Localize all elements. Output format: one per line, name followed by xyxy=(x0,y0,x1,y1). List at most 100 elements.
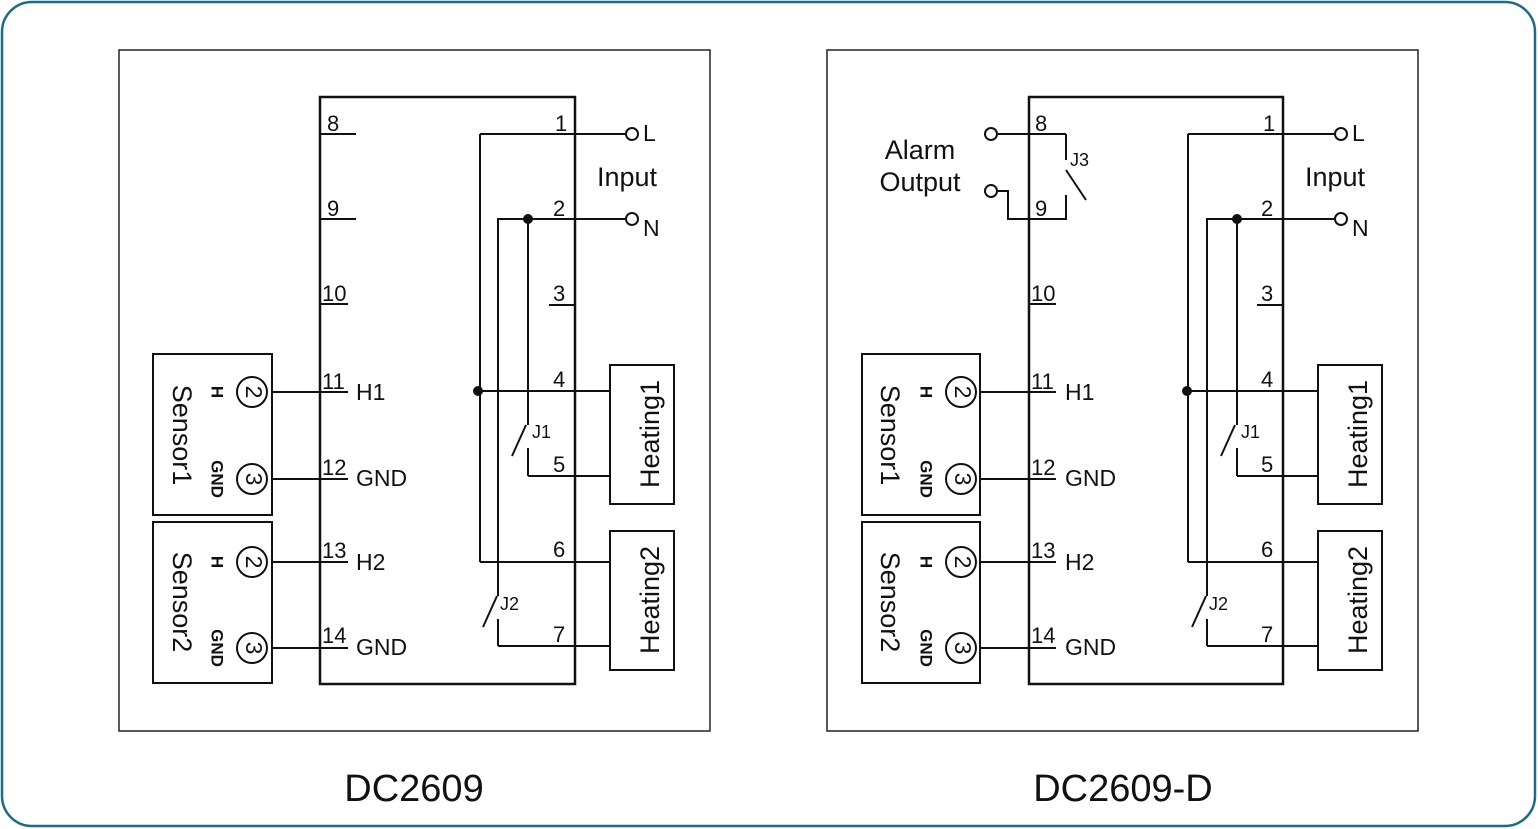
diagram-title: DC2609 xyxy=(344,768,483,810)
pin-3: 3 xyxy=(1261,281,1273,306)
diagram-dc2609-d: J3 Alarm Output 8 9 10 11 12 13 14 H1 GN… xyxy=(826,49,1419,810)
sensor-2-terminal-2 xyxy=(945,546,977,578)
terminal-n xyxy=(1334,212,1348,226)
left-pin-stubs xyxy=(273,133,356,649)
heater-box-2 xyxy=(1317,530,1383,671)
junction-dot xyxy=(1232,214,1242,224)
input-label: Input xyxy=(597,162,658,192)
heater-1-label: Heating1 xyxy=(1343,380,1373,488)
sensor-2-label: Sensor2 xyxy=(167,552,197,653)
relay-j1-label: J1 xyxy=(1241,422,1260,442)
sensor-2-gnd-label: GND xyxy=(208,629,227,667)
sensor-1-num-2: 2 xyxy=(241,386,267,399)
terminal-l xyxy=(625,127,639,141)
alarm-label-line1: Alarm xyxy=(885,135,956,165)
relay-j1-label: J1 xyxy=(532,422,551,442)
pin-7: 7 xyxy=(553,622,565,647)
alarm-label-line2: Output xyxy=(879,167,961,197)
alarm-terminal-1 xyxy=(984,127,998,141)
signal-gnd1: GND xyxy=(356,465,407,491)
sensor-2-terminal-2 xyxy=(236,546,268,578)
pin-10: 10 xyxy=(1031,281,1055,306)
relay-j2-label: J2 xyxy=(1209,594,1228,614)
pin-9: 9 xyxy=(327,196,339,221)
diagram-frame xyxy=(118,49,711,732)
right-pin-stubs xyxy=(478,133,625,647)
input-label: Input xyxy=(1305,162,1366,192)
sensor-1-terminal-2 xyxy=(945,376,977,408)
input-n-label: N xyxy=(1352,215,1369,241)
pin-14: 14 xyxy=(322,623,346,648)
sensor-2-num-3: 3 xyxy=(950,642,976,655)
pin-2: 2 xyxy=(553,196,565,221)
signal-h1: H1 xyxy=(356,379,385,405)
pin-11: 11 xyxy=(322,369,345,394)
heater-2-label: Heating2 xyxy=(1343,546,1373,654)
alarm-terminal-2 xyxy=(984,184,998,198)
right-pin-stubs xyxy=(1187,133,1334,647)
input-l-label: L xyxy=(643,120,656,146)
pin-11: 11 xyxy=(1031,369,1054,394)
diagram-dc2609: 8 9 10 11 12 13 14 H1 GND H2 GND 1 2 3 4… xyxy=(118,49,711,810)
input-l-label: L xyxy=(1352,120,1365,146)
left-pin-stubs xyxy=(981,303,1056,649)
junction-dot xyxy=(473,386,483,396)
junction-dot xyxy=(523,214,533,224)
sensor-2-terminal-3 xyxy=(945,632,977,664)
sensor-1-label: Sensor1 xyxy=(167,385,197,486)
pin-8: 8 xyxy=(327,111,339,136)
terminal-l xyxy=(1334,127,1348,141)
pin-3: 3 xyxy=(553,281,565,306)
sensor-1-gnd-label: GND xyxy=(917,460,936,498)
input-n-label: N xyxy=(643,215,660,241)
heater-1-label: Heating1 xyxy=(635,380,665,488)
pin-8: 8 xyxy=(1035,111,1047,136)
sensor-1-h-label: H xyxy=(917,386,936,398)
junction-dot xyxy=(1182,386,1192,396)
signal-h2: H2 xyxy=(356,549,385,575)
terminal-n xyxy=(625,212,639,226)
pin-7: 7 xyxy=(1261,622,1273,647)
sensor-1-gnd-label: GND xyxy=(208,460,227,498)
pin-2: 2 xyxy=(1261,196,1273,221)
pin-12: 12 xyxy=(1031,455,1055,480)
sensor-2-terminal-3 xyxy=(236,632,268,664)
pin-14: 14 xyxy=(1031,623,1055,648)
sensor-1-num-3: 3 xyxy=(241,473,267,486)
signal-gnd2: GND xyxy=(1065,634,1116,660)
pin-5: 5 xyxy=(553,452,565,477)
sensor-1-terminal-3 xyxy=(945,463,977,495)
pin-6: 6 xyxy=(553,537,565,562)
sensor-1-num-3: 3 xyxy=(950,473,976,486)
pin-10: 10 xyxy=(322,281,346,306)
pin-4: 4 xyxy=(1261,367,1273,392)
heater-box-2 xyxy=(609,530,675,671)
heater-2-label: Heating2 xyxy=(635,546,665,654)
relay-j2-label: J2 xyxy=(500,594,519,614)
internal-wiring xyxy=(1182,134,1242,646)
pin-13: 13 xyxy=(1031,538,1055,563)
signal-gnd1: GND xyxy=(1065,465,1116,491)
pin-12: 12 xyxy=(322,455,346,480)
sensor-1-num-2: 2 xyxy=(950,386,976,399)
alarm-wiring xyxy=(984,127,1087,220)
sensor-2-label: Sensor2 xyxy=(875,552,905,653)
sensor-2-h-label: H xyxy=(208,556,227,568)
sensor-1-h-label: H xyxy=(208,386,227,398)
pin-4: 4 xyxy=(553,367,565,392)
pin-1: 1 xyxy=(1263,111,1275,136)
sensor-2-num-3: 3 xyxy=(241,642,267,655)
sensor-2-h-label: H xyxy=(917,556,936,568)
sensor-2-num-2: 2 xyxy=(241,556,267,569)
sensor-2-gnd-label: GND xyxy=(917,629,936,667)
pin-1: 1 xyxy=(555,111,567,136)
pin-5: 5 xyxy=(1261,452,1273,477)
internal-wiring xyxy=(473,134,533,646)
heater-box-1 xyxy=(609,364,675,505)
diagram-title: DC2609-D xyxy=(1033,768,1213,810)
diagram-frame xyxy=(826,49,1419,732)
sensor-1-terminal-3 xyxy=(236,463,268,495)
signal-gnd2: GND xyxy=(356,634,407,660)
